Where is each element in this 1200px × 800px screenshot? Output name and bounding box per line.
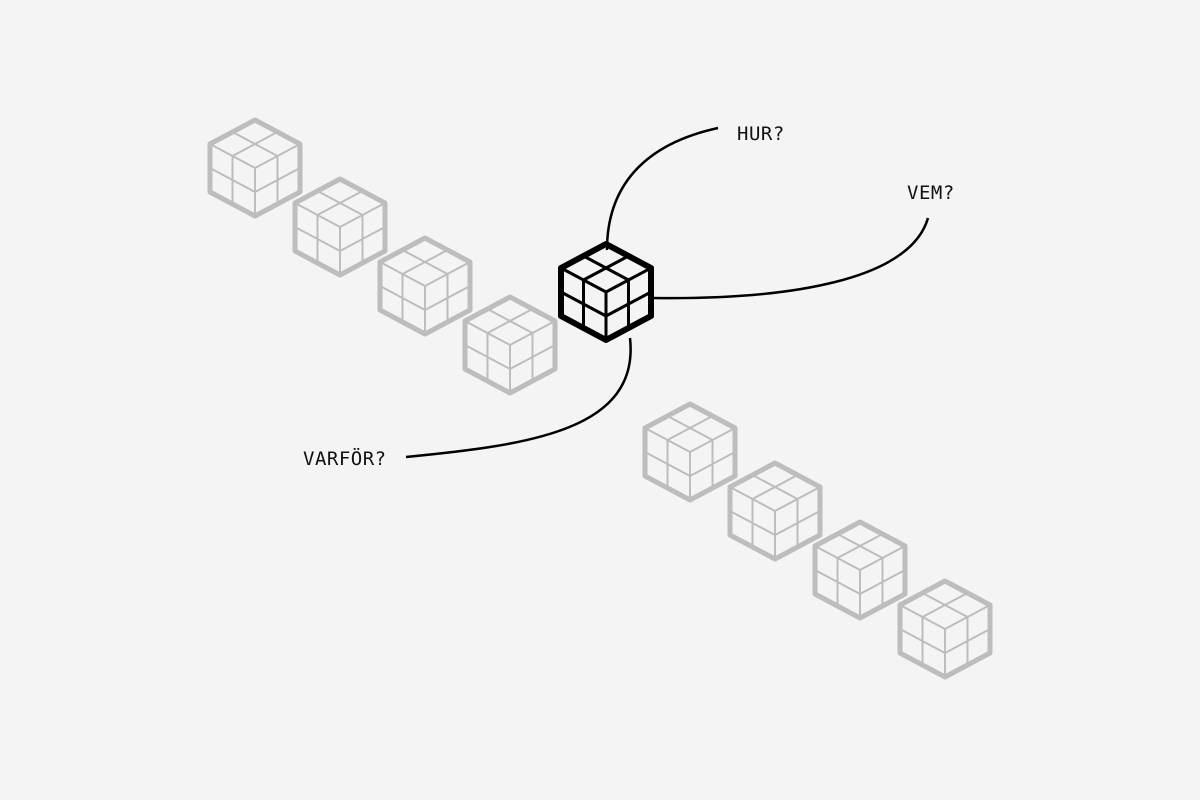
connector-line-why [405, 337, 632, 459]
faded-cube [377, 235, 473, 337]
connector-layer [405, 126, 930, 459]
faded-cube [642, 401, 738, 503]
label-who: VEM? [907, 182, 955, 204]
faded-cube [897, 578, 993, 680]
faded-cube [292, 176, 388, 278]
faded-cube [462, 294, 558, 396]
connector-line-who [651, 217, 930, 300]
label-why: VARFÖR? [303, 447, 387, 470]
label-how: HUR? [737, 123, 785, 145]
highlighted-cube [558, 241, 654, 343]
faded-cube [727, 460, 823, 562]
faded-cube [812, 519, 908, 621]
cube-layer [207, 117, 993, 680]
connector-line-how [605, 126, 719, 251]
faded-cube [207, 117, 303, 219]
